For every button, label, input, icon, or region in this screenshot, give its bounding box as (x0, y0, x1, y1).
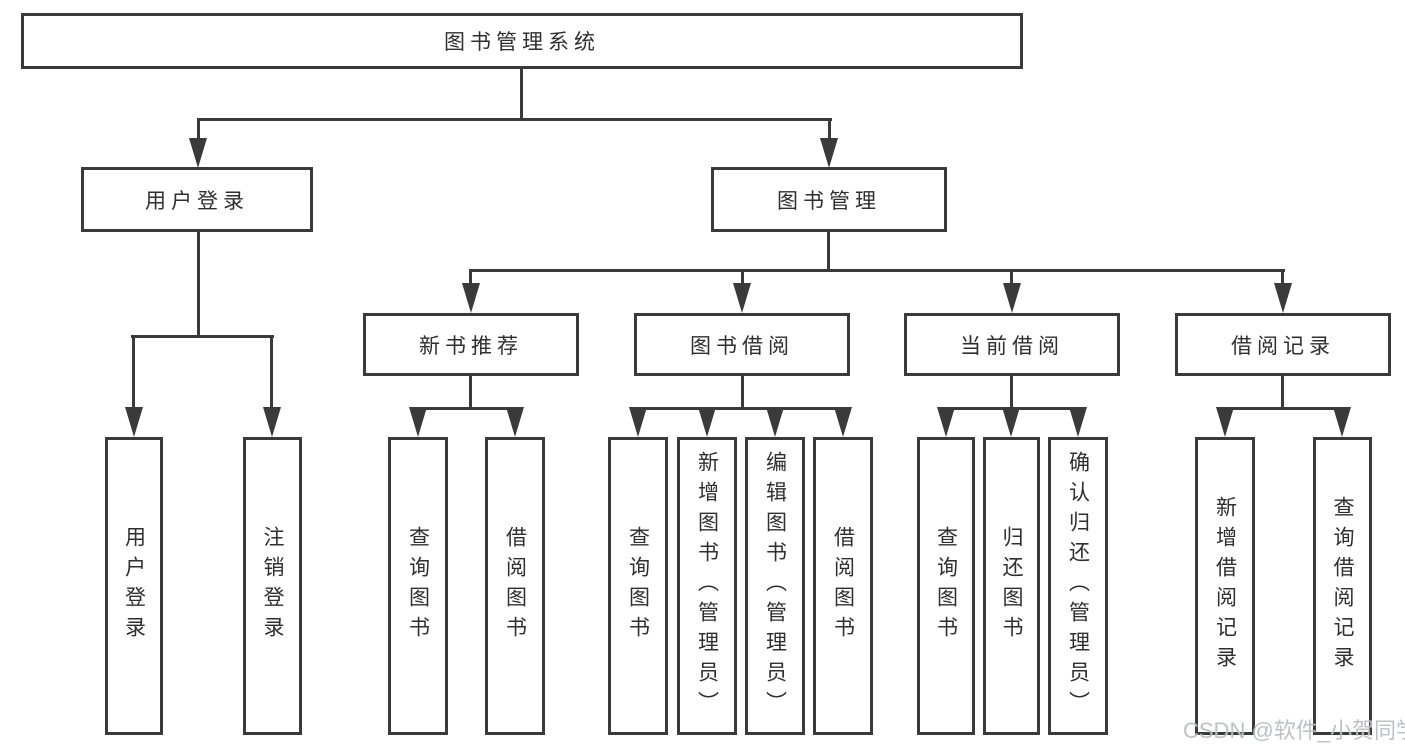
leaf-borrow-book: 借阅图书 (813, 437, 873, 735)
arrow-down-icon (506, 407, 524, 437)
edge-group-stem (741, 374, 744, 407)
leaf-label: 查询图书 (406, 526, 430, 646)
node-book-borrow-label: 图书借阅 (690, 334, 794, 358)
node-book-borrow: 图书借阅 (634, 313, 850, 376)
node-user-login: 用户登录 (81, 167, 313, 232)
leaf-query-book: 查询图书 (608, 437, 668, 735)
edge-root-stem (520, 69, 523, 118)
node-borrow-record: 借阅记录 (1175, 313, 1391, 376)
arrow-down-icon (1002, 407, 1020, 437)
node-new-book-recommend: 新书推荐 (363, 313, 579, 376)
leaf-logout: 注销登录 (243, 437, 302, 735)
leaf-query-borrow-record: 查询借阅记录 (1313, 437, 1372, 735)
edge-leaf-stem (1281, 269, 1284, 286)
edge-group-stem (469, 374, 472, 407)
leaf-edit-book-admin: 编辑图书（管理员） (745, 437, 805, 735)
arrow-down-icon (1333, 407, 1351, 437)
edge-group-branch (416, 407, 517, 410)
leaf-query-book: 查询图书 (917, 437, 975, 735)
edge-root-branch (197, 118, 832, 121)
edge-leaf-stem (741, 269, 744, 286)
leaf-add-book-admin: 新增图书（管理员） (677, 437, 737, 735)
node-current-borrow: 当前借阅 (904, 313, 1120, 376)
edge-user-login-branch (131, 335, 274, 338)
leaf-borrow-book: 借阅图书 (485, 437, 545, 735)
csdn-watermark: CSDN @软件_小贺同学 (1183, 718, 1405, 743)
node-user-login-label: 用户登录 (145, 189, 249, 213)
edge-leaf-stem (1010, 269, 1013, 286)
arrow-down-icon (409, 407, 427, 437)
arrow-down-icon (1003, 283, 1021, 313)
leaf-label: 查询图书 (626, 526, 650, 646)
edge-group-stem (1281, 374, 1284, 407)
leaf-label: 查询图书 (934, 526, 958, 646)
arrow-down-icon (937, 407, 955, 437)
leaf-return-book: 归还图书 (983, 437, 1040, 735)
leaf-add-borrow-record: 新增借阅记录 (1195, 437, 1255, 735)
edge-group-branch (1223, 407, 1344, 410)
edge-group-stem (1010, 374, 1013, 407)
edge-group-branch (636, 407, 845, 410)
node-book-mgmt-label: 图书管理 (777, 189, 881, 213)
node-root: 图书管理系统 (21, 13, 1023, 69)
arrow-down-icon (698, 407, 716, 437)
arrow-down-icon (629, 407, 647, 437)
edge-to-book-mgmt (828, 118, 831, 142)
arrow-down-icon (834, 407, 852, 437)
leaf-label: 归还图书 (1000, 526, 1023, 646)
leaf-label: 注销登录 (261, 526, 284, 646)
arrow-down-icon (462, 283, 480, 313)
leaf-user-login: 用户登录 (105, 437, 163, 735)
edge-to-user-login (197, 118, 200, 142)
arrow-down-icon (1274, 283, 1292, 313)
leaf-label: 借阅图书 (503, 526, 527, 646)
arrow-down-icon (1216, 407, 1234, 437)
leaf-label: 查询借阅记录 (1331, 496, 1354, 676)
leaf-label: 编辑图书（管理员） (763, 451, 787, 721)
arrow-down-icon (125, 407, 143, 437)
edge-leaf-stem (270, 335, 273, 409)
edge-leaf-stem (469, 269, 472, 286)
leaf-label: 新增借阅记录 (1213, 496, 1237, 676)
leaf-label: 用户登录 (122, 526, 146, 646)
leaf-confirm-return-admin: 确认归还（管理员） (1048, 437, 1108, 735)
edge-book-mgmt-branch (469, 269, 1285, 272)
edge-book-mgmt-stem (827, 229, 830, 269)
arrow-down-icon (733, 283, 751, 313)
edge-user-login-stem (197, 229, 200, 335)
leaf-label: 借阅图书 (831, 526, 855, 646)
arrow-down-icon (766, 407, 784, 437)
leaf-label: 确认归还（管理员） (1066, 451, 1090, 721)
leaf-query-book: 查询图书 (388, 437, 448, 735)
node-new-book-recommend-label: 新书推荐 (419, 334, 523, 358)
arrow-down-icon (1069, 407, 1087, 437)
node-root-label: 图书管理系统 (444, 31, 600, 54)
node-book-mgmt: 图书管理 (711, 167, 947, 232)
leaf-label: 新增图书（管理员） (695, 451, 719, 721)
node-borrow-record-label: 借阅记录 (1231, 334, 1335, 358)
arrow-down-icon (820, 138, 838, 168)
node-current-borrow-label: 当前借阅 (960, 334, 1064, 358)
arrow-down-icon (263, 407, 281, 437)
edge-leaf-stem (132, 335, 135, 409)
arrow-down-icon (189, 138, 207, 168)
